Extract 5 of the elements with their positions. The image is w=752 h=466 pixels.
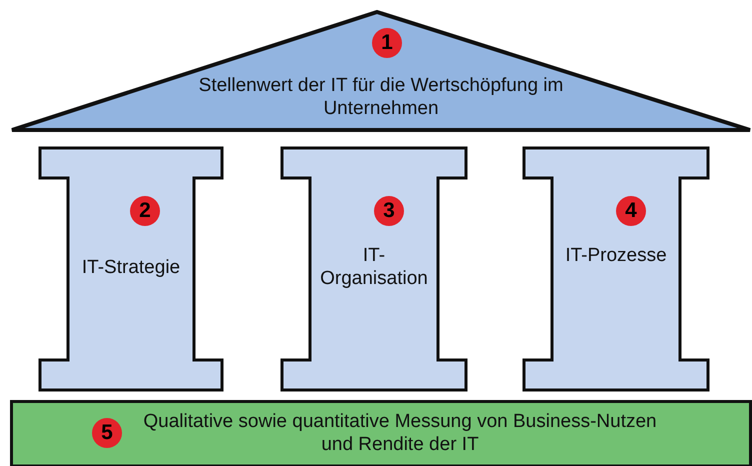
label-text: IT-Organisation: [320, 244, 428, 290]
label-text: IT-Prozesse: [564, 244, 668, 267]
label-text: IT-Strategie: [80, 256, 182, 279]
label-text: Qualitative sowie quantitative Messung von Business-Nutzen und Rendite der IT: [142, 410, 658, 456]
label-text: Stellenwert der IT für die Wertschöpfung im Unternehmen: [198, 74, 564, 120]
